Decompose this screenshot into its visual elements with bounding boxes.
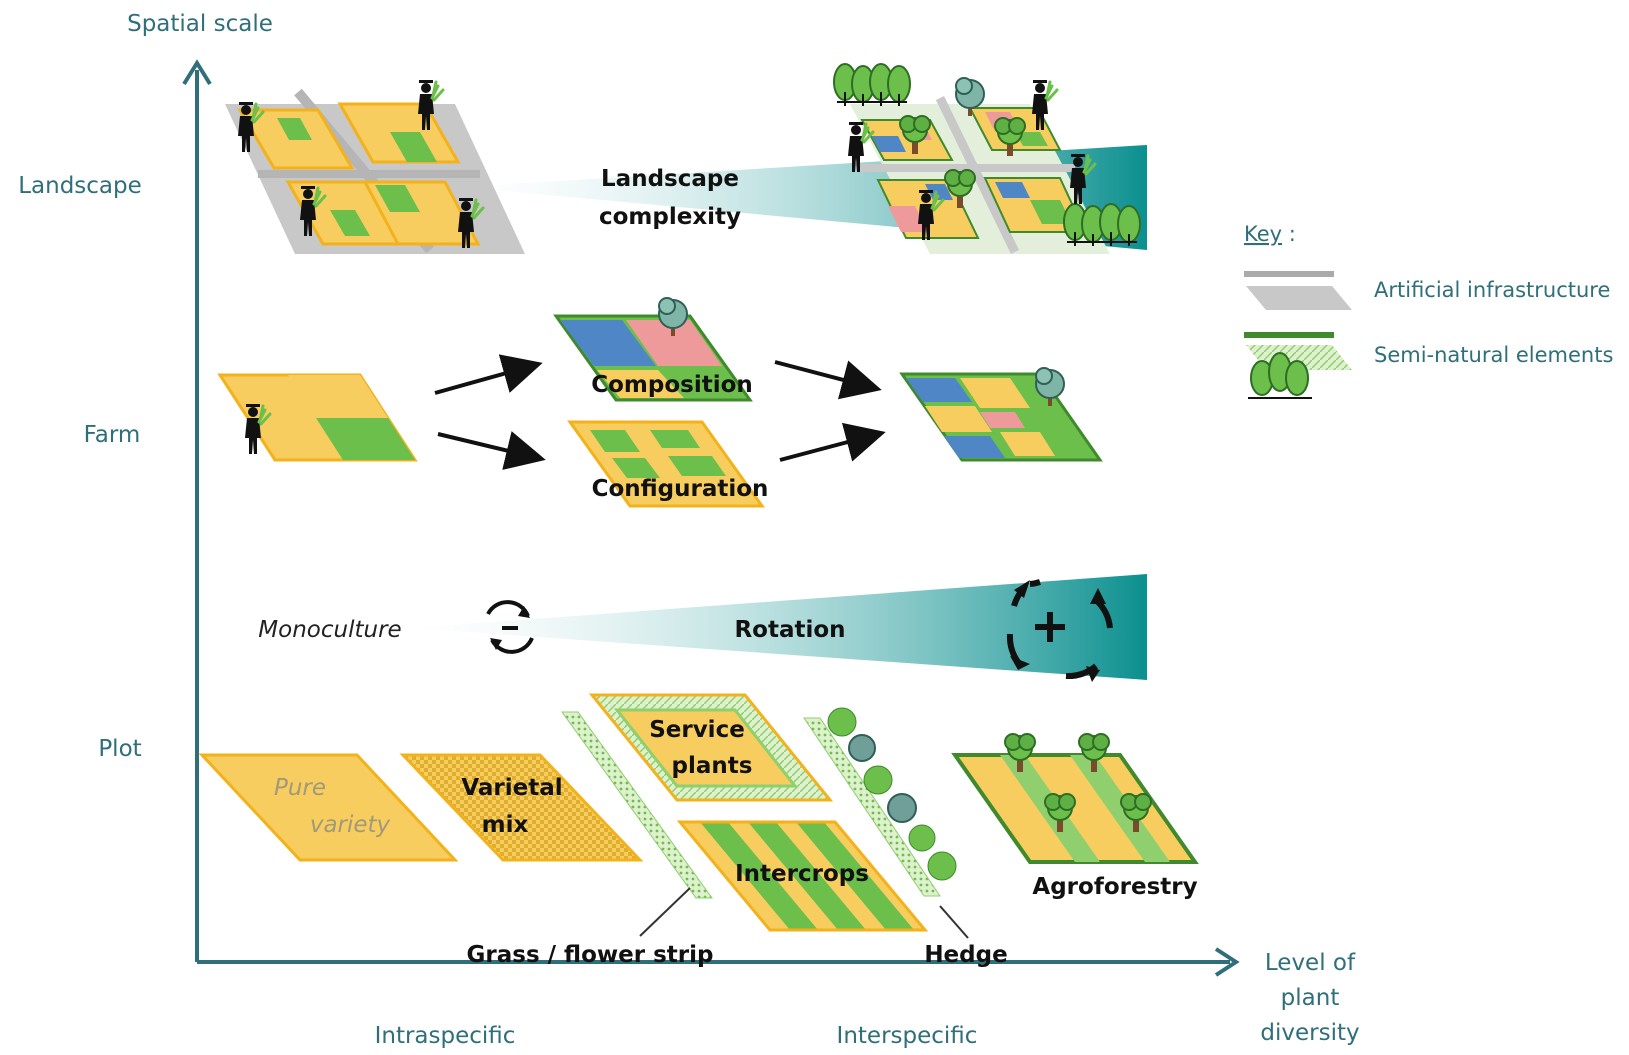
landscape-field-patch <box>390 132 437 162</box>
key-infrastructure-label: Artificial infrastructure <box>1374 278 1610 302</box>
rotation-gradient <box>410 574 1147 680</box>
landscape-field-patch <box>375 185 420 212</box>
complex-field-patch <box>925 184 953 200</box>
arrow-from-configuration <box>779 422 886 462</box>
simple-landscape-illustration <box>225 78 525 254</box>
intercrops-label: Intercrops <box>735 861 869 887</box>
configuration-label: Configuration <box>592 476 769 502</box>
varietal-mix-label-line-2: mix <box>482 812 529 838</box>
key-forest-icon <box>1248 352 1312 399</box>
agroforestry-label: Agroforestry <box>1032 874 1197 900</box>
hedge-strip <box>803 717 941 897</box>
composition-blue-field <box>560 320 656 366</box>
simple-farm-subplot <box>288 375 388 418</box>
complex-field-patch <box>888 206 928 232</box>
complex-field-patch <box>995 182 1030 198</box>
hedge-label: Hedge <box>924 942 1007 968</box>
rotation-plus-icon <box>1006 579 1113 682</box>
y-level-landscape: Landscape <box>18 173 142 199</box>
x-level-interspecific: Interspecific <box>837 1023 978 1049</box>
diversified-farm-field <box>960 378 1030 408</box>
grass-strip-leader-line <box>639 887 691 937</box>
arrow-from-composition <box>774 360 882 400</box>
configuration-illustration <box>567 420 765 508</box>
service-plants-label-line-1: Service <box>649 717 745 743</box>
composition-yellow-field <box>597 370 684 398</box>
composition-label: Composition <box>591 372 753 398</box>
rotation-minus-icon <box>486 600 534 654</box>
y-axis-title: Spatial scale <box>127 11 273 37</box>
grass-strip-label: Grass / flower strip <box>467 942 714 968</box>
x-axis-arrow <box>1214 947 1240 977</box>
x-axis-title-line-1: Level of <box>1265 950 1356 976</box>
y-axis-arrow <box>182 59 212 86</box>
complex-field-patch <box>872 136 906 152</box>
key-title-suffix: : <box>1282 222 1296 246</box>
diversified-farm-illustration <box>899 367 1103 462</box>
agroforestry-tree-row <box>1070 755 1170 862</box>
intercrops-border <box>676 820 929 932</box>
key-infrastructure-area <box>1246 286 1352 310</box>
axes: Spatial scale Level of plant diversity L… <box>18 11 1359 1049</box>
complex-landscape-illustration <box>833 63 1141 254</box>
forest-icon <box>833 63 911 107</box>
arrow-to-composition <box>434 354 543 395</box>
varietal-mix-label-line-1: Varietal <box>461 775 562 801</box>
x-axis-title-line-3: diversity <box>1260 1020 1359 1046</box>
diversified-farm-field <box>944 436 1005 458</box>
rotation-label: Rotation <box>734 617 845 643</box>
intercrops-stripes <box>700 822 914 930</box>
configuration-patch <box>650 430 700 448</box>
grass-strip-plot <box>561 711 713 899</box>
service-plants-label-line-2: plants <box>672 753 753 779</box>
plot-level: Pure variety Varietal mix Grass / flower… <box>198 693 1199 968</box>
x-axis-title-line-2: plant <box>1281 985 1340 1011</box>
rotation-row: Monoculture Rotation <box>258 574 1147 682</box>
road-diagonal <box>935 96 1020 254</box>
varietal-mix-plot <box>399 753 644 862</box>
key-title: Key : <box>1244 222 1296 246</box>
diversified-farm-field <box>1000 432 1055 456</box>
diversified-farm-field <box>925 406 992 432</box>
hedge-shrubs <box>827 707 957 881</box>
key-title-text: Key <box>1244 222 1282 246</box>
diversified-farm-field <box>906 378 972 402</box>
y-level-farm: Farm <box>84 422 141 448</box>
landscape-level: Landscape complexity <box>225 63 1147 254</box>
farm-level: Composition Configuration <box>217 297 1103 508</box>
key-legend: Key : Artificial infrastructure Semi-nat… <box>1244 222 1613 399</box>
y-level-plot: Plot <box>98 736 141 762</box>
landscape-field-patch <box>277 118 312 140</box>
landscape-complexity-label-line-1: Landscape <box>601 166 739 192</box>
monoculture-label: Monoculture <box>258 617 401 643</box>
hedge-leader-line <box>939 905 969 939</box>
complex-field-patch <box>1015 132 1048 146</box>
composition-red-field <box>626 320 722 366</box>
diversified-farm-field <box>980 412 1025 428</box>
configuration-patch <box>612 458 660 478</box>
pure-variety-label-line-1: Pure <box>274 775 326 801</box>
landscape-field-patch <box>330 210 370 236</box>
simple-farm-subplot <box>316 418 415 460</box>
composition-illustration <box>553 297 753 402</box>
arrow-to-configuration <box>437 431 546 470</box>
pure-variety-plot <box>198 753 459 862</box>
complex-field-patch <box>1030 200 1072 224</box>
x-level-intraspecific: Intraspecific <box>375 1023 516 1049</box>
key-semi-natural-label: Semi-natural elements <box>1374 343 1613 367</box>
configuration-patch <box>668 456 726 476</box>
configuration-patch <box>590 430 640 452</box>
landscape-complexity-label-line-2: complexity <box>599 204 741 230</box>
service-plants-inner-plot <box>613 708 799 788</box>
pure-variety-label-line-2: variety <box>310 812 391 838</box>
